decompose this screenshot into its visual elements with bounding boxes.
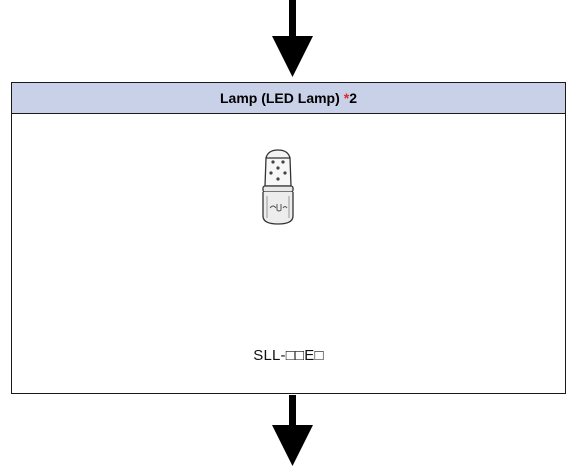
panel-title: Lamp (LED Lamp): [219, 90, 340, 106]
part-number: SLL-□□E□: [253, 347, 324, 364]
note-mark: *: [343, 90, 350, 106]
lamp-panel: Lamp (LED Lamp) * 2 SLL-□□E□: [11, 82, 566, 394]
panel-header: Lamp (LED Lamp) * 2: [12, 83, 565, 114]
flow-arrow-down-bottom: [272, 395, 313, 466]
note-number: 2: [349, 90, 358, 106]
led-lamp-icon: [262, 149, 294, 225]
flow-arrow-down-top: [272, 0, 313, 77]
